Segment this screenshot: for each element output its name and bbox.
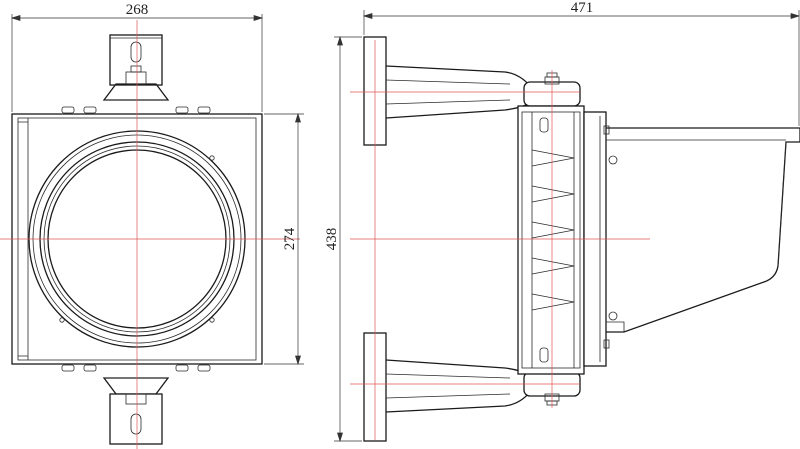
width-dimension: 268 (10, 2, 264, 112)
lamp-body (517, 105, 585, 375)
visor-hood (606, 127, 800, 333)
depth-dimension: 471 (362, 0, 800, 126)
depth-dimension-label: 471 (571, 0, 594, 16)
bottom-bolts (61, 364, 211, 372)
front-view: 268 274 (0, 2, 304, 449)
side-height-dimension-label: 438 (324, 228, 340, 251)
side-view: 471 438 (324, 0, 800, 443)
top-bolts (61, 106, 211, 114)
width-dimension-label: 268 (126, 2, 149, 18)
side-height-dimension: 438 (324, 35, 362, 443)
height-dimension-label: 274 (282, 227, 298, 250)
top-bracket (102, 34, 170, 101)
bottom-bracket (102, 377, 170, 445)
height-dimension: 274 (264, 112, 304, 366)
